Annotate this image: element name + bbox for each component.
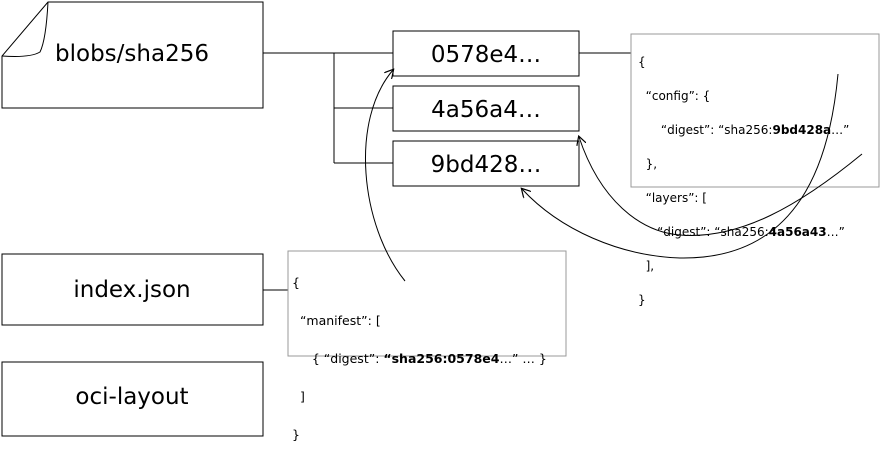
manifest-config-close: },	[638, 157, 658, 171]
index-json-text: { “manifest”: [ { “digest”: “sha256:0578…	[292, 254, 547, 463]
config-digest-suffix: …”	[831, 123, 850, 137]
index-entry-value: “sha256:0578e4	[383, 351, 500, 366]
manifest-layers-close: ],	[638, 259, 655, 273]
layers-digest-value: 4a56a43	[768, 225, 827, 239]
blob-box-9bd428	[392, 140, 580, 187]
index-json-label: index.json	[73, 277, 190, 303]
blob-box-0578e4	[392, 30, 580, 77]
index-entry-prefix: { “digest”:	[292, 351, 384, 366]
blob-label-4a56a4: 4a56a4…	[431, 97, 541, 123]
layers-digest-suffix: …”	[826, 225, 845, 239]
blobs-folder-shape	[1, 1, 264, 109]
folder-fold	[1, 1, 49, 57]
oci-layout-label: oci-layout	[75, 384, 188, 410]
arrow-layers-to-4a56a4	[579, 137, 863, 236]
oci-layout-box	[1, 361, 264, 437]
manifest-layers-digest-line: “digest”: “sha256:4a56a43…”	[638, 224, 849, 241]
index-entry-suffix: …” … }	[499, 351, 547, 366]
config-digest-value: 9bd428a	[772, 123, 832, 137]
arrow-config-to-9bd428	[522, 73, 839, 259]
manifest-json-box	[630, 33, 880, 188]
config-digest-prefix: “digest”: “sha256:	[638, 123, 773, 137]
index-json-snippet-box	[287, 250, 567, 357]
index-close-brace: }	[292, 427, 300, 442]
manifest-json-text: { “config”: { “digest”: “sha256:9bd428a……	[638, 37, 849, 326]
blob-label-9bd428: 9bd428…	[431, 152, 542, 178]
layers-digest-prefix: “digest”: “sha256:	[638, 225, 769, 239]
index-entry-line: { “digest”: “sha256:0578e4…” … }	[292, 349, 547, 368]
oci-layout-diagram: blobs/sha256 0578e4… 4a56a4… 9bd428… ind…	[1, 1, 880, 437]
manifest-layers-key: “layers”: [	[638, 191, 707, 205]
blob-box-4a56a4	[392, 85, 580, 132]
blob-label-0578e4: 0578e4…	[431, 42, 541, 68]
manifest-open-brace: {	[638, 55, 646, 69]
manifest-config-key: “config”: {	[638, 89, 711, 103]
arrow-index-to-manifest	[364, 70, 406, 282]
tree-connector	[263, 52, 393, 164]
index-open-brace: {	[292, 275, 300, 290]
manifest-close-brace: }	[638, 293, 646, 307]
index-manifests-key: “manifest”: [	[292, 313, 381, 328]
blobs-folder-label: blobs/sha256	[55, 41, 209, 67]
manifest-config-digest-line: “digest”: “sha256:9bd428a…”	[638, 122, 850, 139]
index-list-close: ]	[292, 389, 305, 404]
